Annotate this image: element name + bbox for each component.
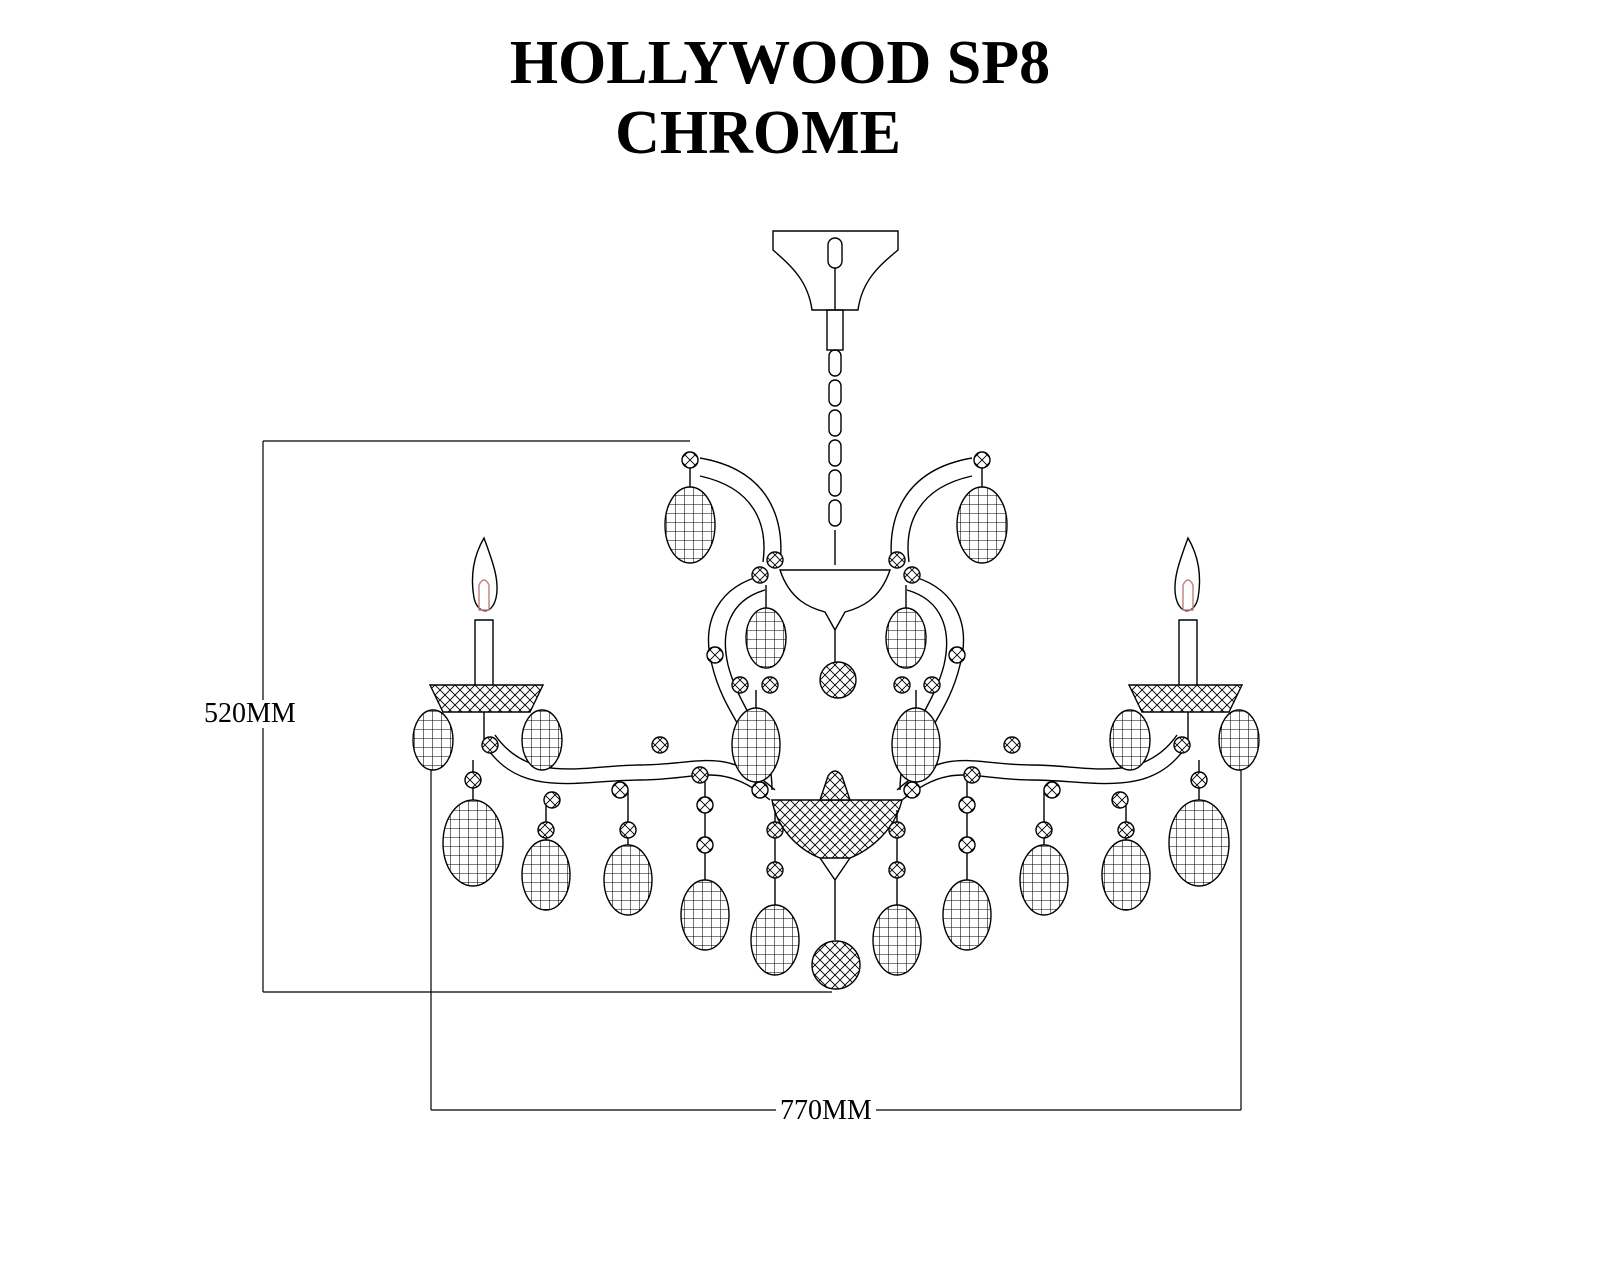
crystal-drop — [521, 709, 563, 771]
crystal-bead — [619, 821, 637, 839]
crystal-bead — [681, 451, 699, 469]
crystal-bead — [651, 736, 669, 754]
crystal-drop — [603, 844, 653, 916]
crystal-bead — [696, 796, 714, 814]
crystal-bead — [691, 766, 709, 784]
crystal-bead — [464, 771, 482, 789]
crystal-drop — [664, 486, 716, 564]
chain-link — [828, 499, 842, 527]
width-dimension-label: 770MM — [776, 1097, 876, 1125]
height-dimension-label: 520MM — [200, 700, 300, 728]
chain-link — [828, 349, 842, 377]
crystal-drop — [521, 839, 571, 911]
crystal-drop — [442, 799, 504, 887]
crystal-bead — [761, 676, 779, 694]
crystal-bead — [766, 861, 784, 879]
product-finish: CHROME — [615, 99, 901, 167]
crystal-bead — [481, 736, 499, 754]
crystal-drop — [745, 607, 787, 669]
chain-link — [828, 439, 842, 467]
crystal-drop — [412, 709, 454, 771]
crystal-bead — [751, 566, 769, 584]
chain-link — [828, 409, 842, 437]
crystal-bead — [731, 676, 749, 694]
crystal-bead — [766, 551, 784, 569]
crystal-drop — [680, 879, 730, 951]
crystal-bead — [696, 836, 714, 854]
crystal-bead — [611, 781, 629, 799]
crystal-bead — [751, 781, 769, 799]
crystal-bead — [766, 821, 784, 839]
chandelier — [412, 230, 1260, 990]
crystal-drop — [731, 707, 781, 783]
product-title: HOLLYWOOD SP8 — [509, 29, 1051, 97]
crystal-bead — [543, 791, 561, 809]
crystal-bead — [706, 646, 724, 664]
crystal-drop — [750, 904, 800, 976]
chain-link — [828, 379, 842, 407]
crystal-bead — [537, 821, 555, 839]
chain-link — [828, 469, 842, 497]
